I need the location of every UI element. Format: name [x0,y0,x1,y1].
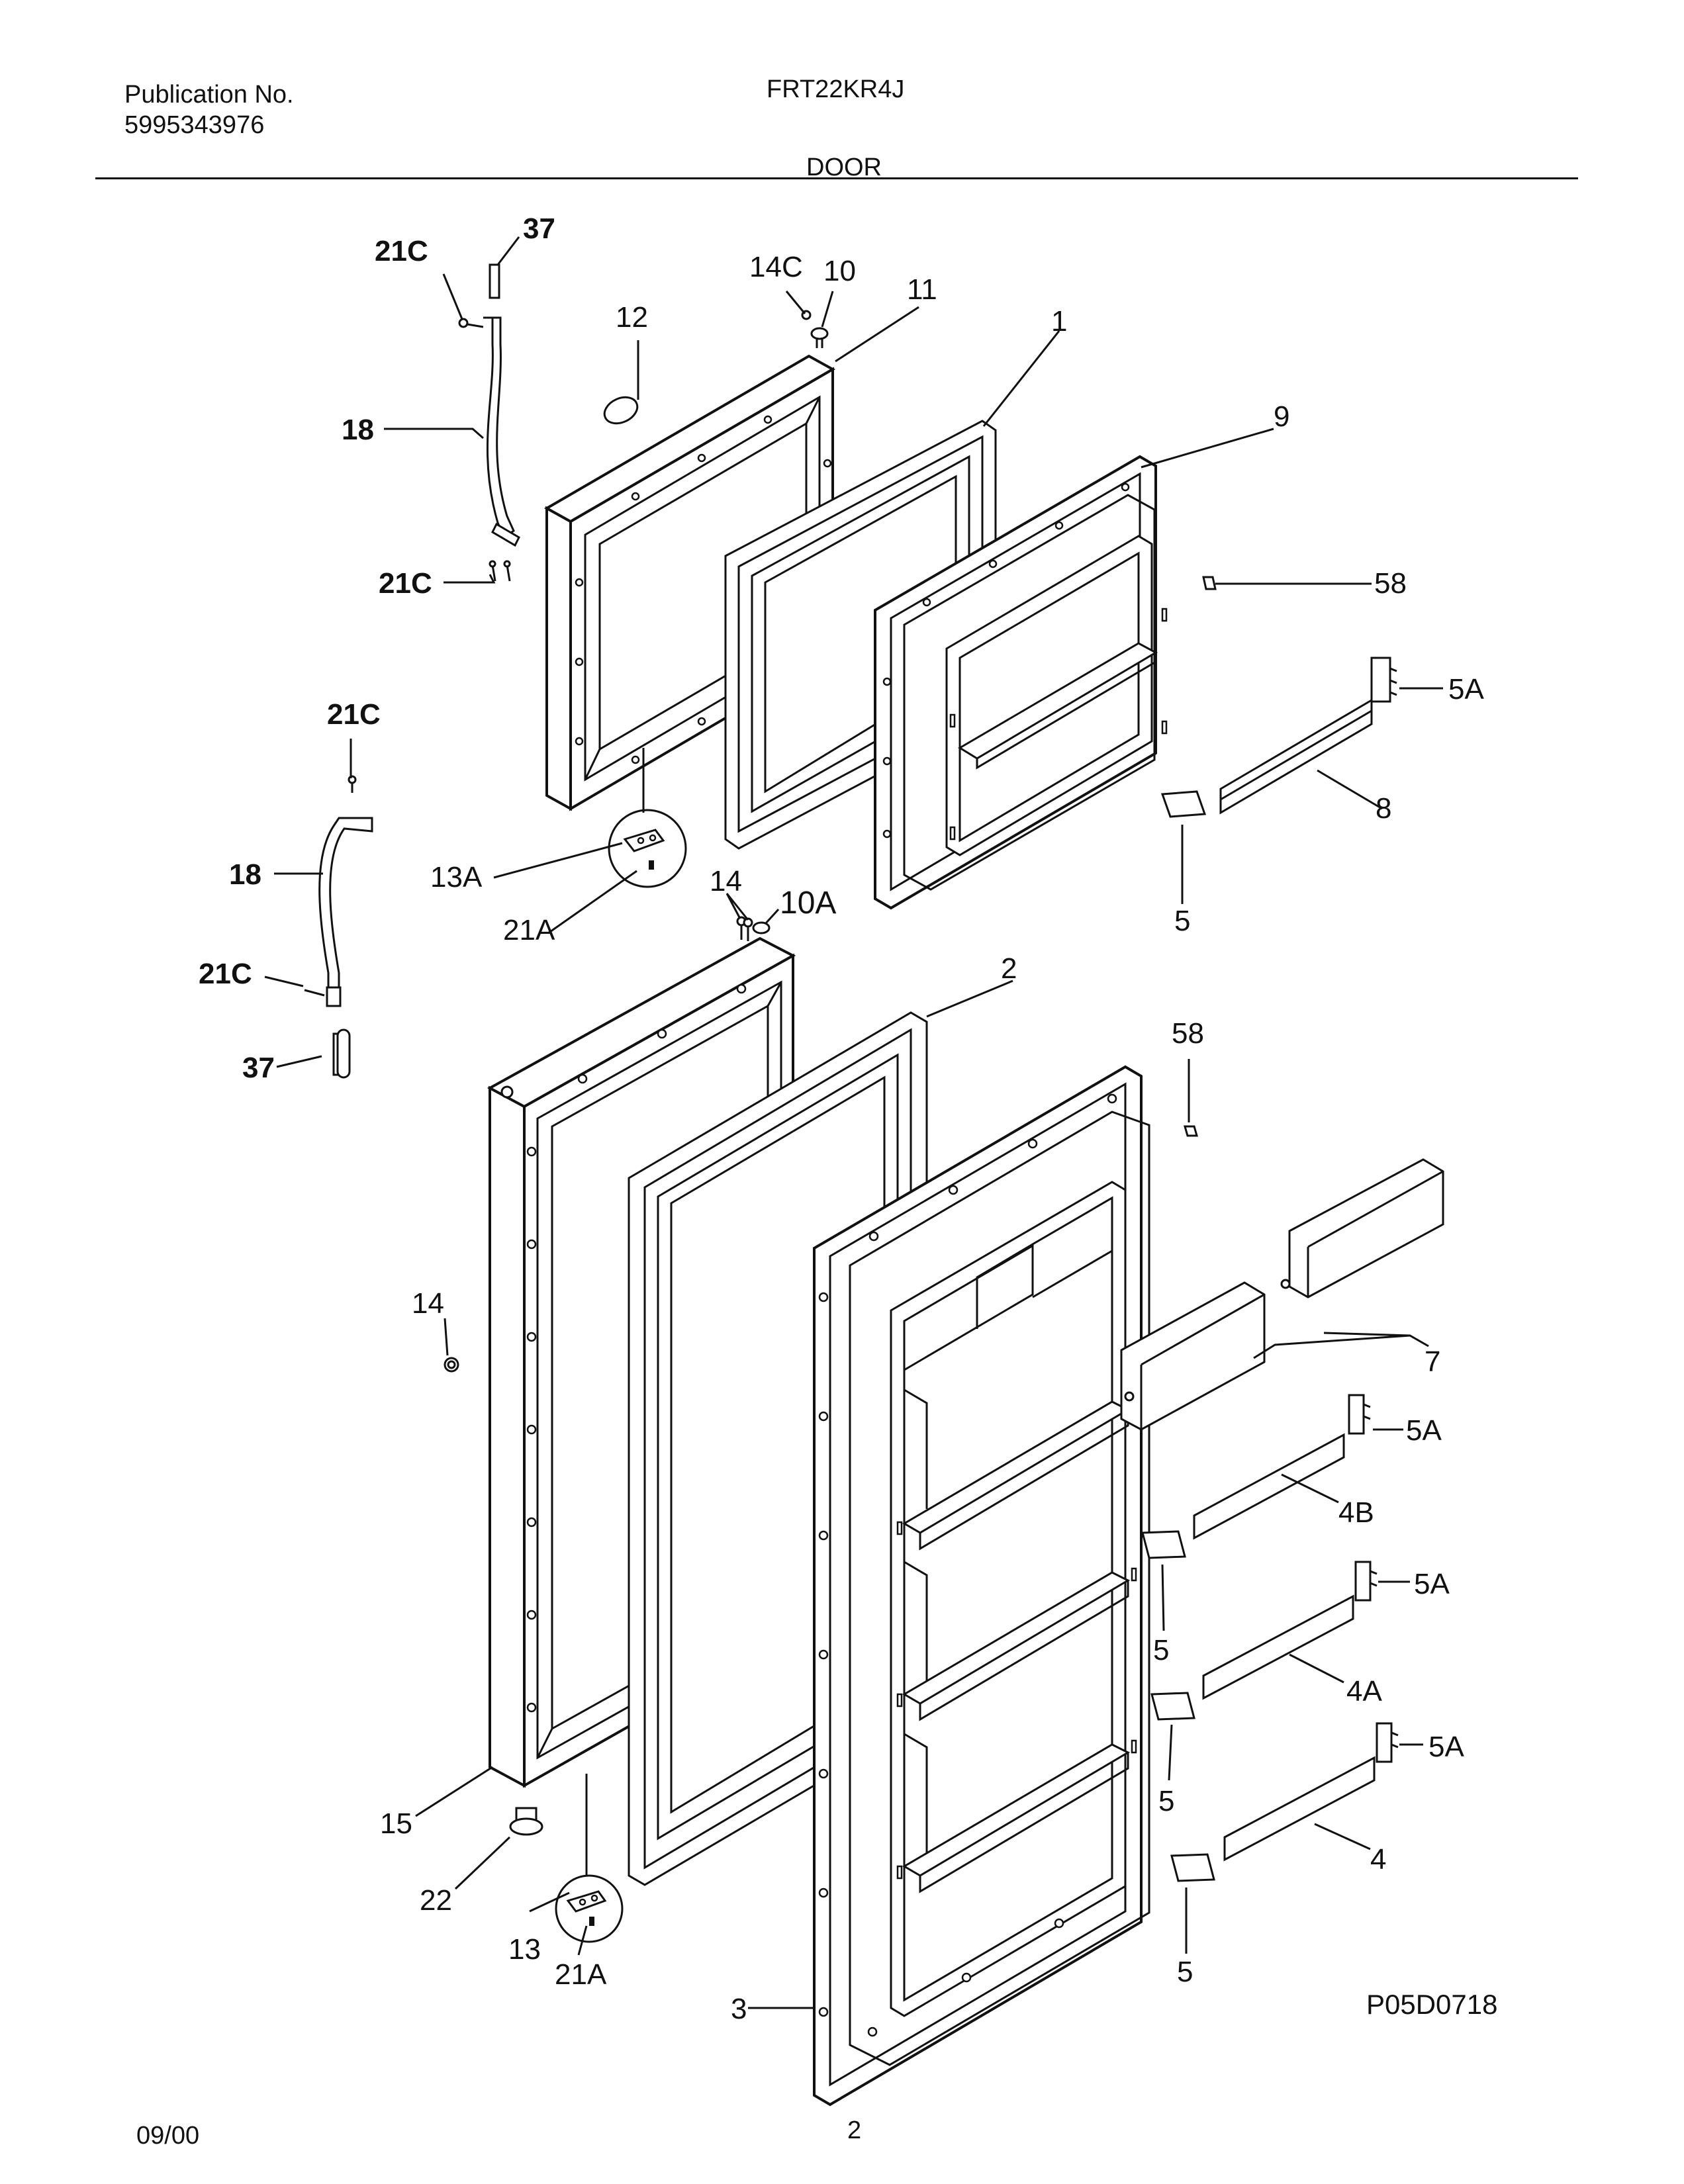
callout-13: 13 [508,1933,541,1966]
callout-14-left: 14 [412,1287,444,1320]
hinge-bushing-10-14c [801,310,829,348]
bumper-cap-12 [603,396,639,425]
screw-58-lower [1184,1125,1198,1137]
hinge-bushing-10a-14 [736,916,771,941]
callout-22: 22 [420,1884,452,1917]
callout-21c-low: 21C [327,698,381,731]
callout-9: 9 [1274,400,1289,433]
callout-13a: 13A [430,861,483,893]
callout-58-lower: 58 [1172,1017,1204,1050]
callout-5-upper: 5 [1174,905,1190,937]
callout-1: 1 [1051,305,1067,338]
hinge-13a-detail [608,748,687,888]
callout-21c-top: 21C [375,235,428,267]
shelf-end-5-row2 [1150,1692,1195,1721]
callout-5-row1: 5 [1153,1634,1169,1666]
callout-4b: 4B [1338,1496,1374,1529]
callout-5a-row3: 5A [1428,1731,1464,1763]
callout-15: 15 [380,1807,412,1840]
callout-4: 4 [1370,1843,1386,1876]
shelf-end-5a-row3 [1376,1722,1399,1763]
callout-37-top: 37 [523,212,555,245]
door-bins-7 [1120,1158,1444,1431]
shelf-end-5a-upper [1370,657,1397,703]
callout-5a-row2: 5A [1414,1568,1450,1600]
shelf-bar-4a [1202,1594,1354,1700]
callout-18-lower: 18 [229,858,261,891]
shelf-end-5-row1 [1141,1530,1186,1559]
callout-2: 2 [1001,952,1017,985]
callout-37-bottom: 37 [242,1052,275,1084]
header-rule [95,177,1578,179]
callout-10: 10 [823,255,856,287]
diagram-code: P05D0718 [1366,1989,1498,2020]
callout-21a-upper: 21A [503,914,555,946]
callout-12: 12 [616,301,648,334]
footer-date: 09/00 [136,2122,200,2150]
shelf-bar-4b [1193,1433,1345,1540]
shelf-end-5a-row2 [1354,1561,1378,1602]
callout-14c: 14C [749,251,803,283]
callout-3: 3 [731,1993,747,2025]
callout-18-upper: 18 [342,414,374,446]
callout-4a: 4A [1346,1675,1382,1707]
hinge-pin-14 [444,1357,459,1373]
shelf-end-5-row3 [1170,1853,1215,1882]
callout-14-top: 14 [710,865,742,897]
freezer-door-liner [874,455,1168,910]
callout-5-row3: 5 [1177,1956,1193,1988]
upper-handle-18 [458,263,520,582]
callout-10a: 10A [780,886,836,921]
callout-11: 11 [907,273,937,306]
callout-58-upper: 58 [1374,567,1407,600]
callout-5a-upper: 5A [1448,673,1484,705]
fresh-food-door-liner [813,1065,1150,2107]
leader-lines [264,236,1443,2009]
section-title: DOOR [806,154,882,181]
callout-8: 8 [1376,792,1391,825]
hinge-13-detail [555,1774,624,1943]
callout-21a-lower: 21A [555,1958,607,1991]
callout-5a-row1: 5A [1406,1414,1442,1447]
callout-21c-bottom: 21C [199,958,252,990]
publication-label: Publication No. [124,81,294,109]
shelf-bar-8 [1219,698,1373,815]
model-number: FRT22KR4J [767,75,905,103]
page-number: 2 [847,2116,862,2144]
shelf-end-5-upper [1160,790,1207,818]
shelf-bar-4 [1223,1756,1376,1862]
callout-5-row2: 5 [1158,1785,1174,1817]
callout-7: 7 [1425,1345,1440,1378]
lower-handle-18 [304,775,373,1079]
callout-21c-mid: 21C [379,567,432,600]
freezer-door-outer-panel [543,354,836,811]
callout-labels: 21C 37 18 21C 21C 18 21C 37 12 14C 10 11… [199,212,1484,2025]
shelf-end-5a-row1 [1348,1394,1371,1435]
hinge-cover-22 [509,1807,543,1836]
publication-number: 5995343976 [124,111,265,139]
